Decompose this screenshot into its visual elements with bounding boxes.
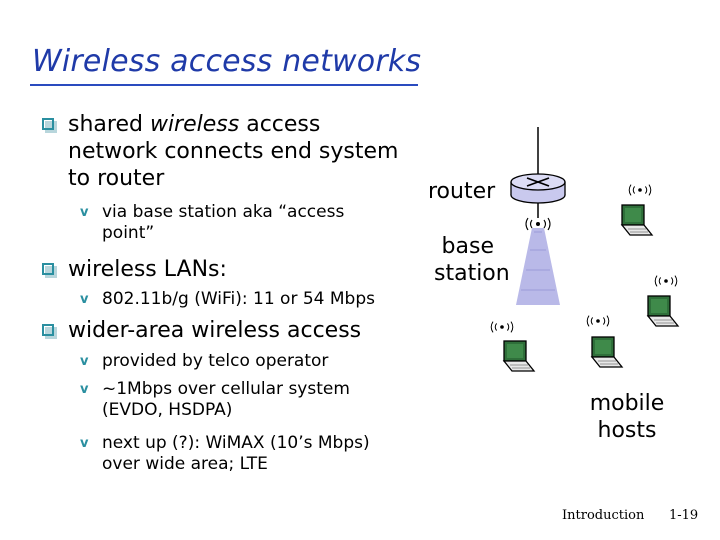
mobile-hosts-label: mobile hosts [589, 391, 665, 443]
footer-page-number: 1-19 [669, 508, 699, 523]
bullet-shared-wireless: shared wireless access network connects … [42, 111, 408, 192]
bullet-text-part: access network connects end system to ro… [68, 112, 399, 191]
mobile-host-laptop-3 [490, 321, 535, 372]
sub-bullet-cellular: v ~1Mbps over cellular system (EVDO, HSD… [80, 379, 372, 421]
slide-title: Wireless access networks [32, 44, 422, 79]
bullet-wireless-lans: wireless LANs: [42, 256, 288, 283]
sub-bullet-text: provided by telco operator [102, 351, 329, 371]
mobile-host-laptop-2 [647, 275, 679, 327]
sub-bullet-text: ~1Mbps over cellular system (EVDO, HSDPA… [102, 379, 350, 420]
sub-bullet-text: via base station aka “access point” [102, 202, 345, 243]
bullet-wider-area: wider-area wireless access [42, 317, 398, 344]
mobile-host-laptop-4 [586, 315, 623, 368]
mobile-host-laptop-1 [621, 184, 653, 236]
title-underline [30, 84, 418, 86]
sub-bullet-text: next up (?): WiMAX (10’s Mbps) over wide… [102, 433, 370, 474]
sub-bullet-text: 802.11b/g (WiFi): 11 or 54 Mbps [102, 289, 375, 309]
check-bullet-icon: v [80, 292, 89, 307]
bullet-text: wider-area wireless access [68, 318, 362, 343]
check-bullet-icon: v [80, 436, 89, 451]
bullet-text-part: shared [68, 112, 150, 137]
sub-bullet-telco: v provided by telco operator [80, 351, 382, 372]
sub-bullet-wifi: v 802.11b/g (WiFi): 11 or 54 Mbps [80, 289, 422, 310]
sub-bullet-wimax: v next up (?): WiMAX (10’s Mbps) over wi… [80, 433, 402, 475]
check-bullet-icon: v [80, 205, 89, 220]
router-icon [510, 173, 566, 204]
check-bullet-icon: v [80, 354, 89, 369]
footer-section: Introduction [562, 508, 645, 523]
base-station-tower-icon [516, 228, 560, 305]
sub-bullet-access-point: v via base station aka “access point” [80, 202, 382, 244]
check-bullet-icon: v [80, 382, 89, 397]
bullet-text: wireless LANs: [68, 257, 227, 282]
router-label: router [428, 179, 496, 204]
bullet-text-italic: wireless [149, 112, 240, 137]
